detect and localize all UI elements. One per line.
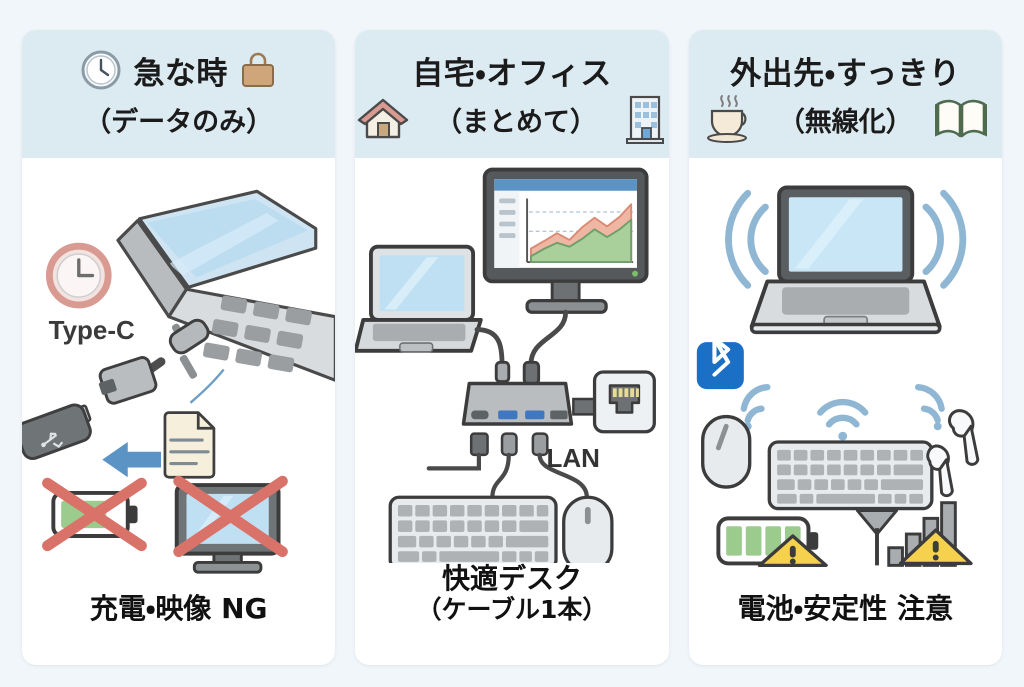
wireless-keyboard — [767, 440, 934, 511]
panel-urgent-caption: 充電・映像 NG — [89, 591, 268, 665]
type-c-label: Type-C — [48, 314, 135, 345]
wifi-wave-right — [914, 383, 945, 431]
panel-mobile-title: 外出先・すっきり — [730, 55, 961, 92]
panel-desk-header: 自宅・オフィス （まとめて） — [355, 30, 669, 158]
panel-desk: 自宅・オフィス （まとめて） — [355, 30, 669, 665]
external-monitor — [483, 167, 649, 314]
panel-mobile-header: 外出先・すっきり （無線化） — [688, 30, 1002, 158]
keyboard — [388, 495, 558, 563]
wifi-wave-center — [816, 398, 869, 441]
header-subtitle-row: （まとめて） — [357, 95, 667, 144]
document-icon — [163, 411, 216, 479]
header-subtitle-row: （データのみ） — [84, 95, 273, 143]
panel-urgent: 急な時 （データのみ） — [22, 30, 336, 665]
earbuds — [926, 409, 979, 498]
panel-urgent-illustration: Type-C — [22, 158, 336, 593]
panel-desk-illustration: LAN — [355, 158, 668, 563]
panel-mobile-illustration — [689, 158, 1002, 593]
warning-triangle-icon — [757, 534, 828, 568]
transfer-arrow-left — [102, 441, 162, 478]
usb-c-plug — [495, 360, 511, 384]
usb-a-female-adapter — [98, 356, 158, 405]
wifi-wave-left — [740, 383, 771, 431]
panel-mobile-subtitle: （無線化） — [777, 106, 913, 138]
handbag-icon — [241, 52, 274, 87]
lan-label: LAN — [546, 443, 600, 474]
cross-mark-icon — [173, 475, 288, 558]
panel-urgent-caption-line1: 充電・映像 NG — [89, 591, 268, 625]
laptop-open — [116, 189, 336, 382]
panel-urgent-body: Type-C 充電・映像 NG — [22, 158, 336, 665]
wifi-wave-left — [724, 189, 769, 289]
laptop-open — [749, 185, 942, 335]
panel-mobile-caption-line1: 電池・安定性 注意 — [737, 591, 953, 625]
panel-mobile: 外出先・すっきり （無線化） — [688, 30, 1002, 665]
usb-flash-drive — [22, 403, 92, 460]
cables — [426, 432, 590, 500]
office-building-icon — [625, 95, 664, 144]
open-book-icon — [934, 99, 987, 138]
usb-c-plug — [523, 360, 541, 385]
house-icon — [357, 98, 409, 139]
panel-urgent-title: 急な時 — [133, 55, 228, 92]
coffee-cup-icon — [706, 95, 747, 143]
warning-triangle-icon — [898, 528, 973, 566]
panel-urgent-subtitle: （データのみ） — [84, 106, 274, 138]
panel-desk-title: 自宅・オフィス — [412, 55, 612, 92]
clock-icon — [81, 50, 121, 90]
panel-mobile-body: 電池・安定性 注意 — [689, 158, 1002, 665]
panel-urgent-header: 急な時 （データのみ） — [22, 30, 336, 158]
panel-mobile-caption: 電池・安定性 注意 — [737, 591, 953, 665]
wireless-mouse — [700, 414, 752, 489]
laptop-open — [355, 244, 484, 353]
header-title-row: 外出先・すっきり — [730, 45, 960, 95]
panel-desk-body: LAN 快適デスク （ケーブル1本） — [355, 158, 668, 665]
header-title-row: 急な時 — [79, 45, 278, 95]
mouse — [562, 495, 614, 563]
clock-icon — [45, 242, 112, 309]
cables — [474, 309, 569, 367]
wifi-wave-right — [922, 189, 966, 289]
panel-desk-caption-line1: 快適デスク — [441, 561, 582, 595]
ethernet-rj45-port — [593, 370, 657, 434]
panel-desk-subtitle: （まとめて） — [434, 106, 597, 138]
bluetooth-icon — [696, 336, 744, 390]
panel-desk-caption: 快適デスク （ケーブル1本） — [416, 561, 608, 665]
cross-mark-icon — [42, 477, 147, 552]
panel-desk-caption-line2: （ケーブル1本） — [416, 595, 608, 624]
header-title-row: 自宅・オフィス — [412, 45, 611, 95]
header-subtitle-row: （無線化） — [704, 95, 987, 143]
